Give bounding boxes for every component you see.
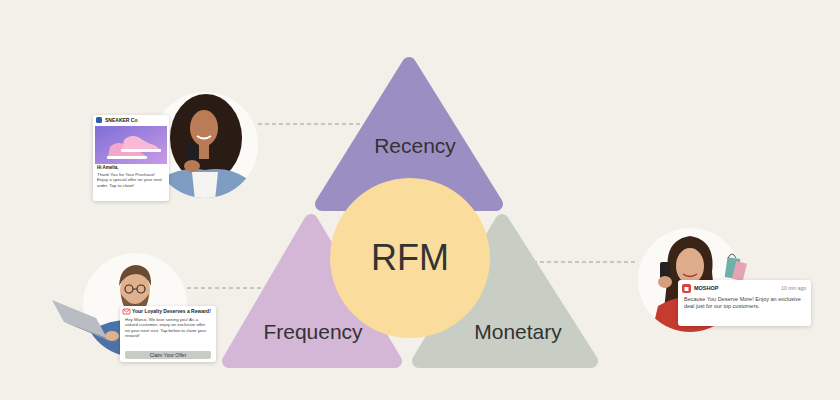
- woman-photo: [184, 160, 200, 172]
- man-photo: [105, 331, 119, 341]
- sneaker-image: [107, 156, 147, 159]
- app-icon: [685, 287, 689, 291]
- mail-icon: [124, 310, 130, 313]
- shopper-photo: [658, 276, 672, 288]
- man-photo: [52, 300, 108, 340]
- notification-card: MOSHOP 10 min agoBecause You Deserve More…: [678, 280, 811, 326]
- greeting: Hi Amelia,: [97, 165, 165, 171]
- man-photo: [133, 289, 137, 290]
- center-label: RFM: [371, 237, 449, 279]
- woman-photo: [170, 94, 242, 182]
- segment-label: Monetary: [458, 320, 578, 344]
- shopper-photo: [732, 261, 747, 281]
- app-icon: [682, 284, 691, 293]
- notification-body: Because You Deserve More! Enjoy an exclu…: [684, 296, 805, 310]
- shopper-photo: [676, 248, 704, 284]
- email-subject: Your Loyalty Deserves a Reward!: [132, 308, 214, 315]
- mail-icon: [123, 309, 130, 314]
- woman-photo: [199, 145, 209, 159]
- sneaker-image: [121, 149, 161, 152]
- woman-photo: [192, 172, 218, 210]
- email-card: Your Loyalty Deserves a Reward! Hey Marco…: [120, 306, 216, 362]
- triangle-outline: [229, 221, 395, 361]
- sneaker-image: [122, 136, 160, 150]
- man-photo: [125, 285, 133, 293]
- center-circle: RFM: [330, 178, 490, 338]
- message-body: Thank You for Your Purchase! Enjoy a spe…: [97, 172, 165, 188]
- man-photo: [64, 322, 118, 342]
- app-icon: [682, 284, 691, 293]
- mail-icon: [123, 309, 130, 314]
- app-name: MOSHOP: [694, 285, 754, 292]
- sneaker-image: [95, 126, 167, 164]
- segment-label: Recency: [355, 134, 475, 158]
- man-photo: [119, 265, 151, 286]
- woman-photo: [190, 110, 218, 146]
- button-label: Claim Your Offer: [125, 351, 211, 359]
- shopper-photo: [683, 274, 697, 277]
- triangle-outline: [419, 221, 591, 361]
- brand-logo: [96, 117, 102, 123]
- woman-photo: [197, 136, 211, 139]
- segment-label: Frequency: [253, 320, 373, 344]
- cta-button: Claim Your Offer: [125, 351, 211, 359]
- timestamp: 10 min ago: [766, 285, 806, 292]
- brand-logo: [96, 117, 102, 123]
- email-body: Hey Marco, We love seeing you! As a valu…: [125, 317, 211, 339]
- sneaker-image: [95, 126, 167, 164]
- man-photo: [137, 285, 145, 293]
- message-card: SNEAKER Co Hi Amelia,Thank You for Your P…: [93, 115, 169, 201]
- sender-name: SNEAKER Co: [105, 117, 165, 124]
- shopper-photo: [728, 254, 736, 258]
- sneaker-image: [108, 143, 146, 157]
- leader-lines: [258, 124, 362, 125]
